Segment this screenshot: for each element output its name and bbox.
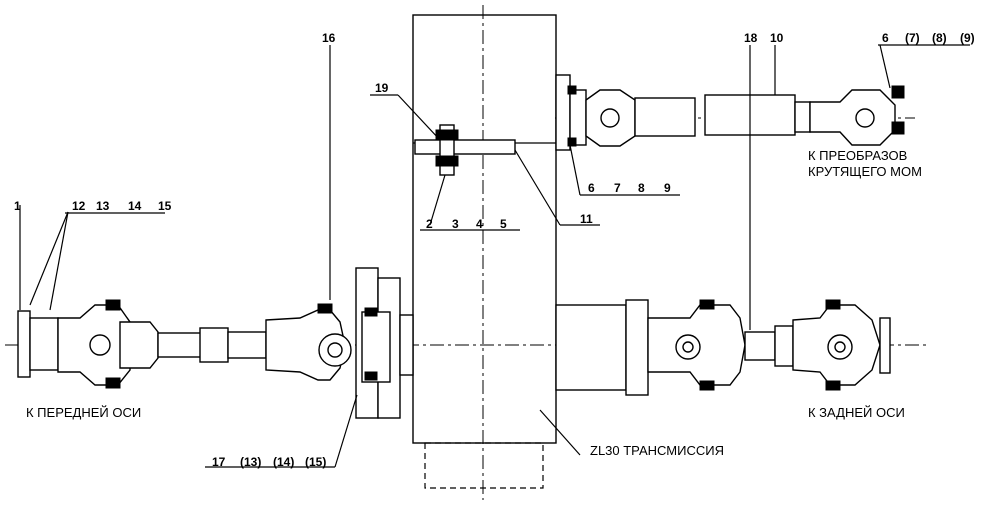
converter-label-line2: КРУТЯЩЕГО МОМ bbox=[808, 164, 922, 179]
callout-19: 19 bbox=[375, 81, 389, 95]
transmission-left-flange bbox=[355, 267, 414, 419]
callout-13p: (13) bbox=[240, 455, 261, 469]
callout-16: 16 bbox=[322, 31, 336, 45]
callout-4: 4 bbox=[476, 217, 483, 231]
callout-11: 11 bbox=[580, 212, 593, 226]
callout-14: 14 bbox=[128, 199, 142, 213]
callout-2: 2 bbox=[426, 217, 433, 231]
callout-15p: (15) bbox=[305, 455, 326, 469]
callout-17: 17 bbox=[212, 455, 226, 469]
callout-10: 10 bbox=[770, 31, 784, 45]
transmission-housing bbox=[412, 14, 557, 489]
mounting-bracket bbox=[414, 124, 516, 176]
callout-15: 15 bbox=[158, 199, 172, 213]
callout-5: 5 bbox=[500, 217, 507, 231]
callout-8p: (8) bbox=[932, 31, 947, 45]
front-drive-shaft bbox=[17, 299, 352, 389]
callout-8: 8 bbox=[638, 181, 645, 195]
callout-3: 3 bbox=[452, 217, 459, 231]
upper-drive-shaft bbox=[555, 74, 905, 151]
callout-14p: (14) bbox=[273, 455, 294, 469]
rear-axle-label: К ЗАДНЕЙ ОСИ bbox=[808, 405, 905, 420]
callout-9p: (9) bbox=[960, 31, 975, 45]
callout-12: 12 bbox=[72, 199, 86, 213]
callout-18: 18 bbox=[744, 31, 758, 45]
callout-13: 13 bbox=[96, 199, 110, 213]
callout-6: 6 bbox=[588, 181, 595, 195]
rear-drive-shaft bbox=[647, 299, 891, 391]
callout-7p: (7) bbox=[905, 31, 920, 45]
callout-1: 1 bbox=[14, 199, 21, 213]
leader-lines bbox=[19, 44, 970, 468]
transmission-label: ZL30 ТРАНСМИССИЯ bbox=[590, 443, 724, 458]
converter-label-line1: К ПРЕОБРАЗОВ bbox=[808, 148, 907, 163]
front-axle-label: К ПЕРЕДНЕЙ ОСИ bbox=[26, 405, 141, 420]
callout-9: 9 bbox=[664, 181, 671, 195]
transmission-right-output bbox=[555, 299, 649, 396]
callout-7: 7 bbox=[614, 181, 621, 195]
callout-6-top: 6 bbox=[882, 31, 889, 45]
